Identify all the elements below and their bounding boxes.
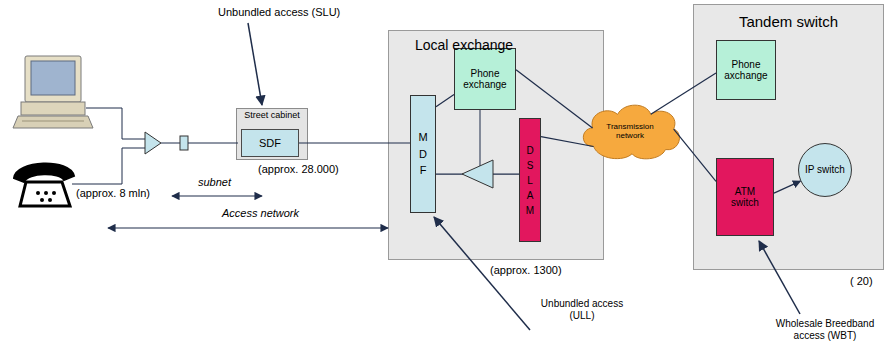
local-exchange: Local exchangeMDF Phone exchangeDSLAM (388, 30, 604, 260)
phone-key (40, 198, 44, 202)
node-label: DSLAM (525, 143, 535, 218)
leader-arrow (759, 241, 800, 314)
dimension-arrow (172, 195, 262, 196)
connector-line (651, 73, 716, 114)
computer-base (21, 102, 85, 115)
count-label: ( 20) (850, 275, 873, 288)
circle-shape (799, 144, 852, 197)
connector-line (436, 95, 454, 107)
callout-label: Unbundled access (ULL) (540, 298, 624, 322)
splitter-wire (480, 110, 481, 166)
monitor (25, 56, 81, 102)
ip-switch: IP switch (798, 143, 852, 197)
connector-line (541, 137, 594, 147)
connector-line (436, 173, 519, 174)
group-title: Local exchange (389, 31, 603, 53)
node-label: MDF (418, 129, 429, 179)
count-label: (approx. 28.000) (258, 163, 339, 176)
count-label: (approx. 8 mln) (76, 187, 150, 200)
phone-key (44, 191, 48, 195)
tandem-switch: Tandem switchPhone axchangeATM switch IP … (693, 4, 884, 270)
count-label: (approx. 1300) (490, 264, 562, 277)
dslam-box: DSLAM (519, 118, 541, 242)
screen (31, 61, 75, 95)
keyboard-keys (22, 121, 84, 122)
phone-handset (14, 163, 74, 182)
node-label: Phone exchange (458, 68, 512, 91)
phone-wire (72, 148, 145, 184)
dimension-arrow (108, 227, 388, 228)
group-title: Tandem switch (694, 5, 883, 30)
splitter-symbol (145, 132, 161, 154)
phone-key (48, 198, 52, 202)
computer-icon (13, 56, 93, 128)
connector-line (516, 70, 593, 128)
node-label: Phone axchange (720, 59, 772, 82)
atm-switch: ATM switch (716, 158, 774, 236)
computer-wire (86, 108, 145, 139)
callout-label: Unbundled access (SLU) (218, 6, 340, 19)
telephone-icon (14, 163, 74, 206)
callout-label: Wholesale Breedband access (WBT) (770, 318, 880, 342)
transmission-cloud: Transmission network (578, 100, 682, 162)
line-wire (161, 143, 180, 144)
phone-exchange: Phone axchange (716, 40, 776, 100)
phone-key (52, 191, 56, 195)
keyboard (13, 116, 93, 128)
phone-exchange: Phone exchange (454, 48, 516, 110)
span-label: Access network (222, 207, 299, 220)
cloud-shape (583, 105, 679, 159)
leader-arrow (248, 23, 262, 105)
network-termination (180, 136, 188, 150)
phone-key (36, 191, 40, 195)
node-label: IP switch (805, 164, 845, 176)
span-label: subnet (198, 176, 231, 189)
connector-line (674, 129, 716, 181)
node-label: Transmission network (599, 122, 661, 140)
group-title: Street cabinet (237, 109, 307, 120)
node-label: ATM switch (720, 186, 770, 209)
mdf-frame: MDF (410, 95, 436, 213)
connector-line (774, 181, 800, 193)
splitter-symbol (462, 160, 493, 188)
street-cabinet: Street cabinetSDF (236, 108, 308, 160)
line-wire (188, 143, 238, 144)
node-label: SDF (259, 137, 281, 150)
sdf-box: SDF (241, 129, 299, 157)
connector-line (299, 142, 410, 143)
phone-body (20, 182, 70, 206)
